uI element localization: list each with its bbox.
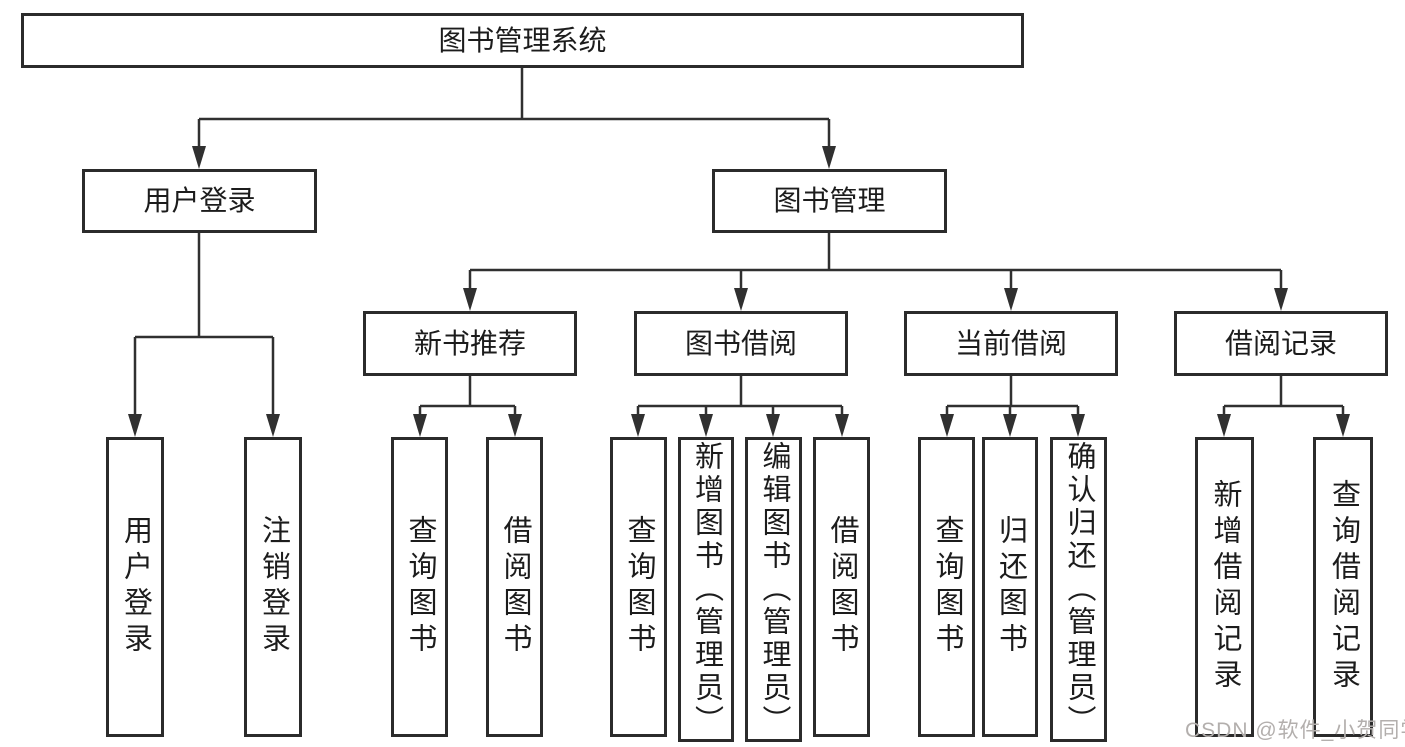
leaf-query-books-current: 查询图书: [918, 437, 975, 737]
arrow-icon: [192, 146, 206, 169]
leaf-logout-label: 注销登录: [257, 515, 290, 659]
leaf-return-book-label: 归还图书: [994, 515, 1027, 659]
leaf-return-book: 归还图书: [982, 437, 1038, 737]
arrow-icon: [1004, 288, 1018, 311]
leaf-borrow-books-recommend: 借阅图书: [486, 437, 543, 737]
arrow-icon: [1336, 414, 1350, 437]
node-user-login-label: 用户登录: [143, 185, 256, 216]
arrow-icon: [413, 414, 427, 437]
leaf-user-login-label: 用户登录: [119, 515, 152, 659]
arrow-icon: [508, 414, 522, 437]
arrow-icon: [463, 288, 477, 311]
node-book-management-label: 图书管理: [773, 185, 886, 216]
leaf-edit-book-admin: 编辑图书（管理员）: [745, 437, 802, 742]
arrow-icon: [631, 414, 645, 437]
leaf-add-book-admin: 新增图书（管理员）: [678, 437, 734, 742]
arrow-icon: [699, 414, 713, 437]
arrow-icon: [766, 414, 780, 437]
node-book-borrow-label: 图书借阅: [684, 327, 797, 359]
leaf-add-borrow-record-label: 新增借阅记录: [1209, 479, 1241, 695]
node-new-book-recommend-label: 新书推荐: [413, 327, 526, 359]
leaf-add-borrow-record: 新增借阅记录: [1195, 437, 1254, 737]
leaf-query-borrow-record: 查询借阅记录: [1313, 437, 1373, 737]
leaf-edit-book-admin-label: 编辑图书（管理员）: [758, 441, 790, 738]
arrow-icon: [835, 414, 849, 437]
node-borrow-records: 借阅记录: [1174, 311, 1388, 376]
leaf-borrow-books-recommend-label: 借阅图书: [499, 515, 531, 659]
node-book-borrow: 图书借阅: [634, 311, 848, 376]
node-root-label: 图书管理系统: [438, 24, 607, 56]
arrow-icon: [1003, 414, 1017, 437]
arrow-icon: [734, 288, 748, 311]
arrow-icon: [1274, 288, 1288, 311]
leaf-borrow-books-label: 借阅图书: [826, 515, 858, 659]
node-new-book-recommend: 新书推荐: [363, 311, 577, 376]
leaf-add-book-admin-label: 新增图书（管理员）: [690, 441, 723, 738]
leaf-query-books-recommend-label: 查询图书: [404, 515, 436, 659]
leaf-query-books-borrow: 查询图书: [610, 437, 667, 737]
node-root: 图书管理系统: [21, 13, 1024, 68]
arrow-icon: [1071, 414, 1085, 437]
arrow-icon: [266, 414, 280, 437]
leaf-borrow-books: 借阅图书: [813, 437, 870, 737]
node-current-borrow-label: 当前借阅: [954, 327, 1067, 359]
arrow-icon: [128, 414, 142, 437]
node-borrow-records-label: 借阅记录: [1224, 327, 1337, 359]
arrow-icon: [1217, 414, 1231, 437]
node-book-management: 图书管理: [712, 169, 947, 233]
leaf-user-login: 用户登录: [106, 437, 164, 737]
leaf-logout: 注销登录: [244, 437, 302, 737]
node-user-login: 用户登录: [82, 169, 317, 233]
leaf-query-books-current-label: 查询图书: [931, 515, 963, 659]
watermark: CSDN @软件_小贺同学: [1185, 719, 1405, 742]
leaf-confirm-return-admin-label: 确认归还（管理员）: [1063, 441, 1095, 738]
leaf-query-books-borrow-label: 查询图书: [623, 515, 655, 659]
leaf-query-books-recommend: 查询图书: [391, 437, 448, 737]
leaf-confirm-return-admin: 确认归还（管理员）: [1050, 437, 1107, 742]
node-current-borrow: 当前借阅: [904, 311, 1118, 376]
arrow-icon: [822, 146, 836, 169]
leaf-query-borrow-record-label: 查询借阅记录: [1327, 479, 1360, 695]
arrow-icon: [940, 414, 954, 437]
